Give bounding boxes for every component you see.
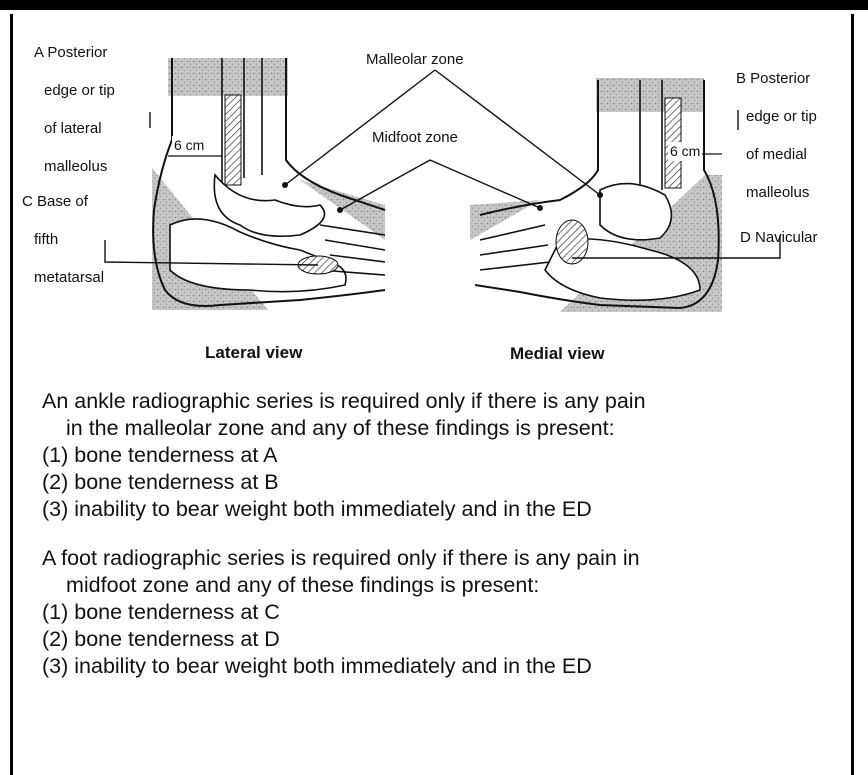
ankle-rule-item-1: (1) bone tenderness at A (42, 442, 842, 469)
foot-rule-list: (1) bone tenderness at C (2) bone tender… (42, 599, 842, 680)
rules-text: An ankle radiographic series is required… (42, 388, 842, 680)
lateral-view-drawing (152, 58, 385, 310)
ankle-rule: An ankle radiographic series is required… (42, 388, 842, 523)
label-b-line4: malleolus (736, 183, 817, 202)
label-6cm-medial: 6 cm (668, 142, 702, 161)
label-a-line2: edge or tip (34, 81, 115, 100)
medial-view-title: Medial view (510, 344, 604, 364)
foot-rule-item-1: (1) bone tenderness at C (42, 599, 842, 626)
ankle-rule-intro-line2: in the malleolar zone and any of these f… (42, 415, 842, 442)
foot-rule: A foot radiographic series is required o… (42, 545, 842, 680)
lateral-view-title: Lateral view (205, 343, 302, 363)
label-a: A Posterior edge or tip of lateral malle… (34, 24, 115, 195)
medial-view-drawing (470, 78, 722, 312)
label-b-line1: B Posterior (736, 69, 817, 88)
foot-rule-intro-line1: A foot radiographic series is required o… (42, 545, 842, 572)
label-6cm-lateral: 6 cm (172, 136, 206, 155)
label-b-line3: of medial (736, 145, 817, 164)
label-b: B Posterior edge or tip of medial malleo… (736, 50, 817, 221)
foot-rule-item-2: (2) bone tenderness at D (42, 626, 842, 653)
label-a-line3: of lateral (34, 119, 115, 138)
lateral-malleolus-hatch (225, 95, 241, 185)
foot-rule-intro-line2: midfoot zone and any of these findings i… (42, 572, 842, 599)
label-c: C Base of fifth metatarsal (22, 173, 104, 306)
label-b-line2: edge or tip (736, 107, 817, 126)
label-c-line1: C Base of (22, 192, 104, 211)
label-a-line1: A Posterior (34, 43, 115, 62)
medial-stipple-band (596, 78, 704, 112)
foot-rule-item-3: (3) inability to bear weight both immedi… (42, 653, 842, 680)
label-malleolar-zone: Malleolar zone (366, 50, 464, 69)
ankle-rule-item-2: (2) bone tenderness at B (42, 469, 842, 496)
lateral-stipple-band (168, 58, 288, 96)
label-c-line3: metatarsal (22, 268, 104, 287)
ankle-rule-intro-line1: An ankle radiographic series is required… (42, 388, 842, 415)
ankle-rule-list: (1) bone tenderness at A (2) bone tender… (42, 442, 842, 523)
label-c-line2: fifth (22, 230, 104, 249)
label-midfoot-zone: Midfoot zone (372, 128, 458, 147)
label-d: D Navicular (740, 228, 818, 247)
ankle-rule-item-3: (3) inability to bear weight both immedi… (42, 496, 842, 523)
